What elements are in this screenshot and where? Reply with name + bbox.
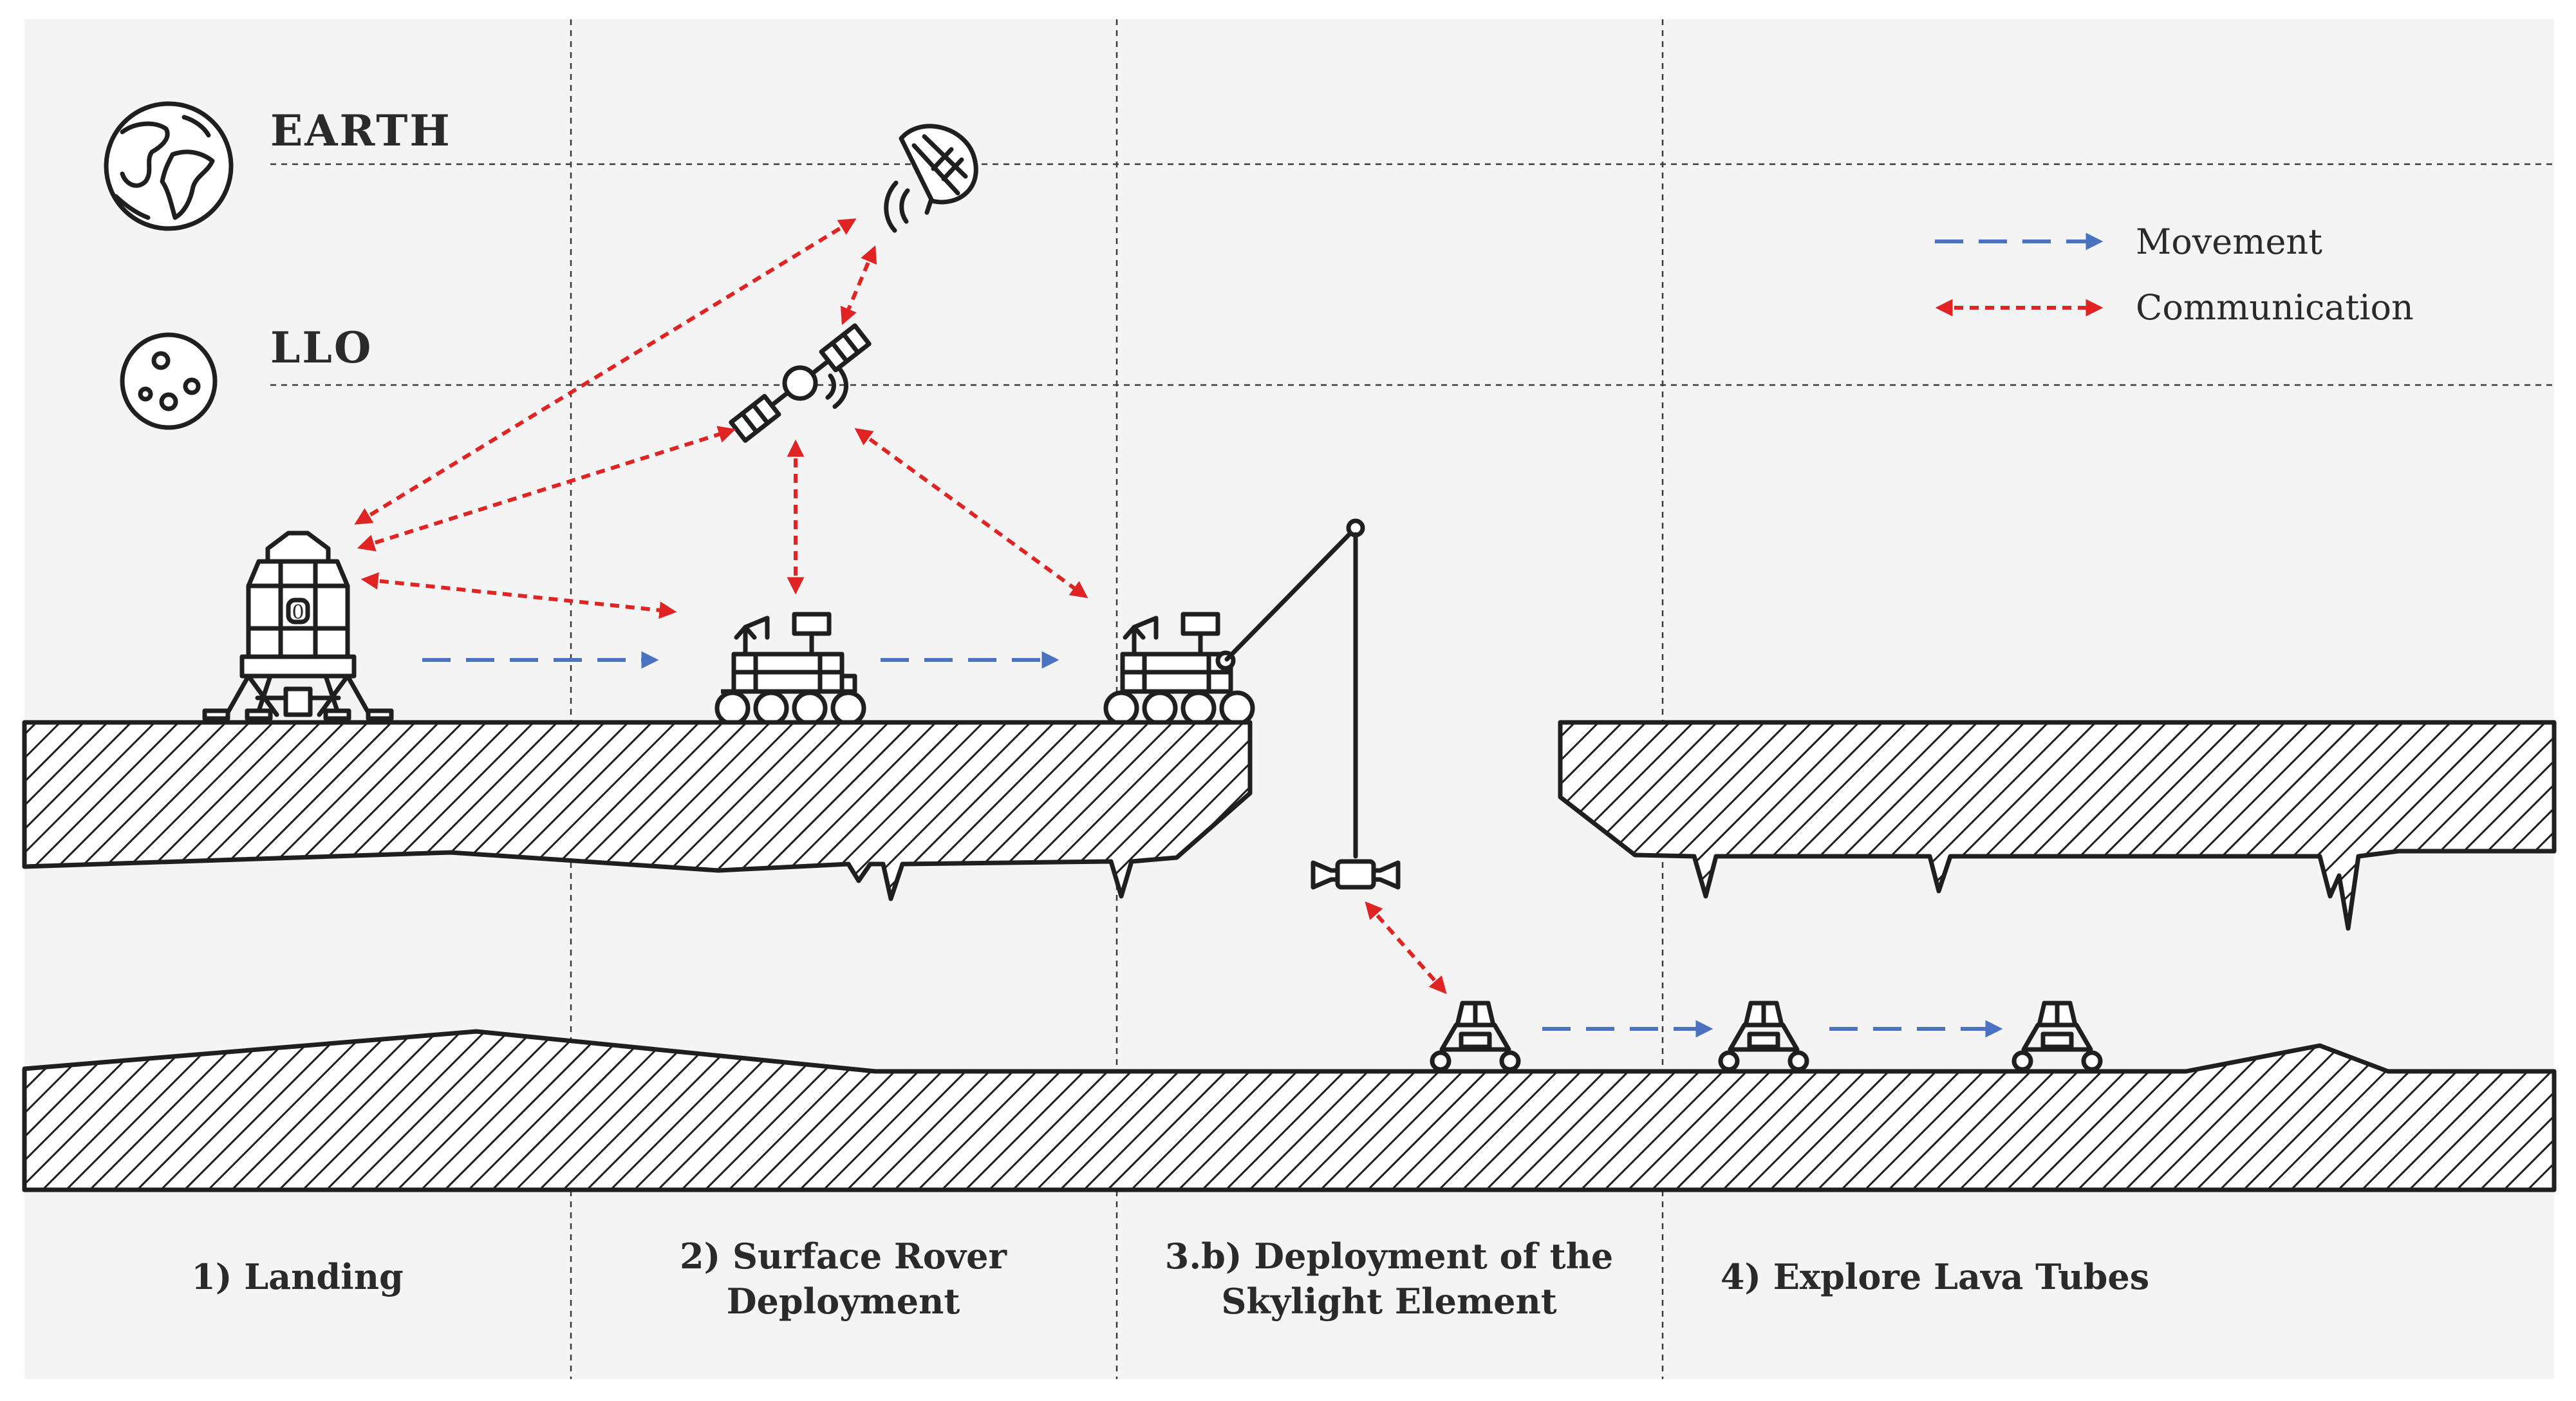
phase-3b-caption-line2: Skylight Element <box>1221 1281 1556 1322</box>
comm-link-orbiter-crane-rover <box>854 428 1088 599</box>
tube-robot-icon <box>1430 1001 1521 1072</box>
skylight-element-icon <box>1311 859 1401 890</box>
crane-boom <box>1224 518 1365 859</box>
upper-ground-right <box>1558 720 2557 931</box>
rover-icon <box>714 612 866 726</box>
phase-2-caption-line2: Deployment <box>727 1281 960 1322</box>
phase-3b-caption-line1: 3.b) Deployment of the <box>1165 1236 1613 1277</box>
moon-icon <box>120 332 218 430</box>
communication-links <box>354 218 1447 995</box>
earth-globe-icon <box>104 101 234 231</box>
movement-paths <box>422 651 2003 1038</box>
earth-label: EARTH <box>270 106 452 156</box>
legend-communication-label: Communication <box>2136 287 2414 328</box>
legend-movement-label: Movement <box>2136 221 2322 262</box>
comm-link-antenna-orbiter <box>840 245 877 325</box>
llo-label: LLO <box>270 323 373 373</box>
legend: Movement Communication <box>1935 221 2414 328</box>
crane-rover-icon <box>1103 612 1255 726</box>
lander-badge: 0 <box>292 601 304 624</box>
tube-robot-icon <box>1718 1001 1809 1072</box>
comm-link-skylight-robot <box>1365 901 1447 995</box>
ground-antenna-icon <box>884 124 978 233</box>
comm-link-lander-orbiter <box>357 426 736 552</box>
upper-ground-left <box>22 720 1253 901</box>
lower-ground <box>22 1029 2557 1192</box>
phase-2-caption-line1: 2) Surface Rover <box>680 1236 1007 1277</box>
phase-1-caption: 1) Landing <box>191 1256 403 1297</box>
tube-robot-icon <box>2011 1001 2103 1072</box>
phase-4-caption: 4) Explore Lava Tubes <box>1721 1256 2149 1297</box>
lander-icon: 0 <box>202 531 394 721</box>
comm-link-lander-rover <box>360 572 677 619</box>
